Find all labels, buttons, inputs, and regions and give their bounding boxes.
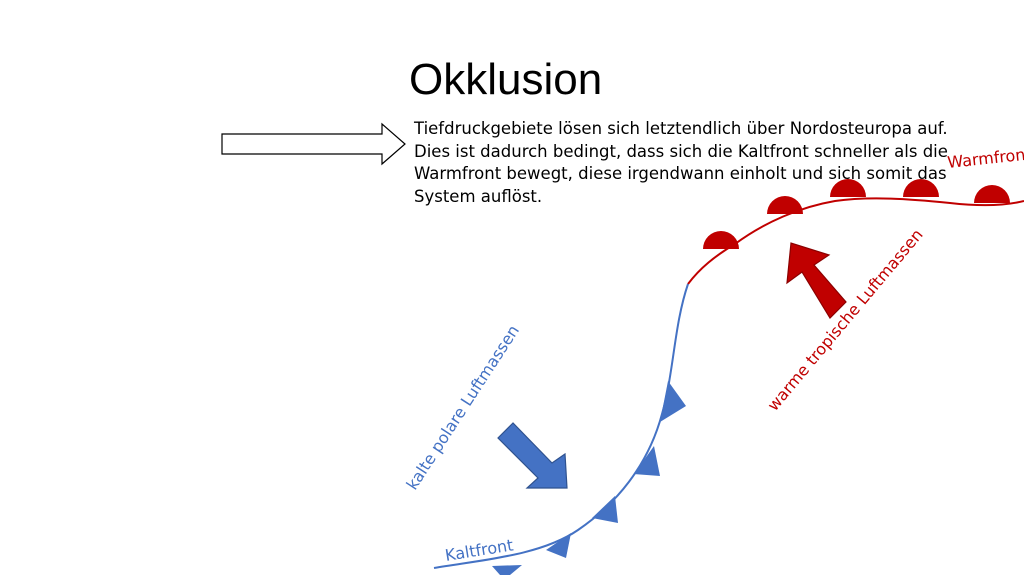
warm-front-bump bbox=[830, 179, 866, 197]
cold-air-label: kalte polare Luftmassen bbox=[402, 322, 523, 494]
cold-front-line bbox=[433, 283, 689, 569]
arrow-up-left-icon bbox=[786, 242, 847, 319]
slide-title: Okklusion bbox=[409, 55, 603, 104]
cold-front-triangle bbox=[546, 533, 571, 558]
warm-front-bump bbox=[703, 231, 739, 249]
warm-front-label: Warmfront bbox=[946, 144, 1024, 172]
warm-front-bump bbox=[974, 185, 1010, 203]
cold-front-triangle bbox=[492, 565, 522, 575]
warm-air-label: warme tropische Luftmassen bbox=[764, 225, 927, 414]
description-line: System auflöst. bbox=[414, 186, 543, 206]
cold-front-triangle bbox=[634, 446, 660, 476]
outline-arrow-right-icon bbox=[221, 122, 406, 166]
cold-front-triangle bbox=[660, 381, 686, 422]
warm-front-line bbox=[687, 197, 1024, 285]
description-line: Dies ist dadurch bedingt, dass sich die … bbox=[414, 141, 948, 161]
description-line: Warmfront bewegt, diese irgendwann einho… bbox=[414, 164, 947, 183]
warm-front-bump bbox=[767, 196, 803, 214]
arrow-down-right-icon bbox=[497, 422, 568, 489]
description-line: Tiefdruckgebiete lösen sich letztendlich… bbox=[414, 119, 948, 138]
slide-description: Tiefdruckgebiete lösen sich letztendlich… bbox=[414, 118, 948, 208]
warm-front-bump bbox=[903, 179, 939, 197]
